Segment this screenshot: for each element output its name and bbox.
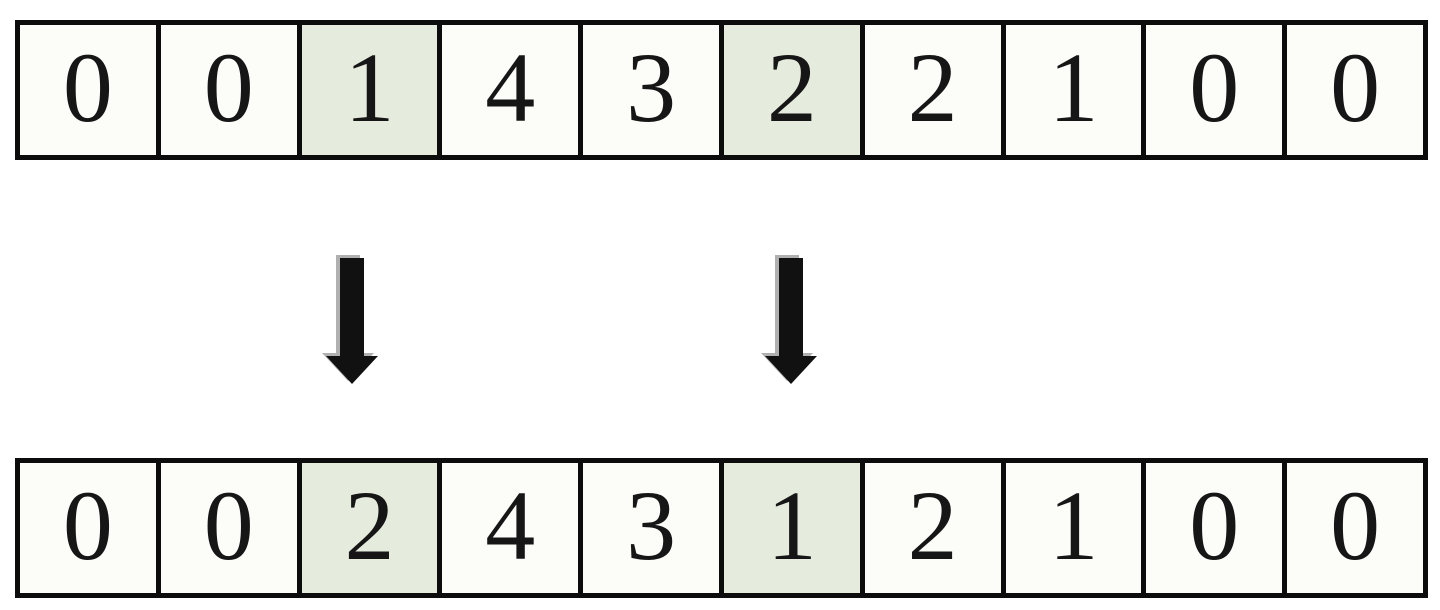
array-cell: 0 [20, 463, 156, 593]
array-row-bottom: 0 0 2 4 3 1 2 1 0 0 [15, 458, 1428, 598]
array-cell: 0 [1282, 25, 1423, 155]
array-cell: 1 [1000, 463, 1142, 593]
array-cell: 0 [1141, 463, 1283, 593]
array-cell: 1 [1000, 25, 1142, 155]
array-cell: 1 [296, 25, 438, 155]
array-cell: 0 [1282, 463, 1423, 593]
down-arrow-icon [765, 258, 817, 384]
array-cell: 0 [1141, 25, 1283, 155]
array-cell: 0 [155, 25, 297, 155]
array-cell: 4 [437, 25, 579, 155]
array-row-top: 0 0 1 4 3 2 2 1 0 0 [15, 20, 1428, 160]
array-cell: 2 [718, 25, 860, 155]
down-arrow-icon [326, 258, 378, 384]
array-cell: 0 [155, 463, 297, 593]
array-cell: 3 [578, 25, 719, 155]
array-cell: 3 [578, 463, 719, 593]
array-cell: 2 [859, 463, 1001, 593]
array-cell: 2 [859, 25, 1001, 155]
array-cell: 1 [718, 463, 860, 593]
array-cell: 2 [296, 463, 438, 593]
array-cell: 4 [437, 463, 579, 593]
array-cell: 0 [20, 25, 156, 155]
